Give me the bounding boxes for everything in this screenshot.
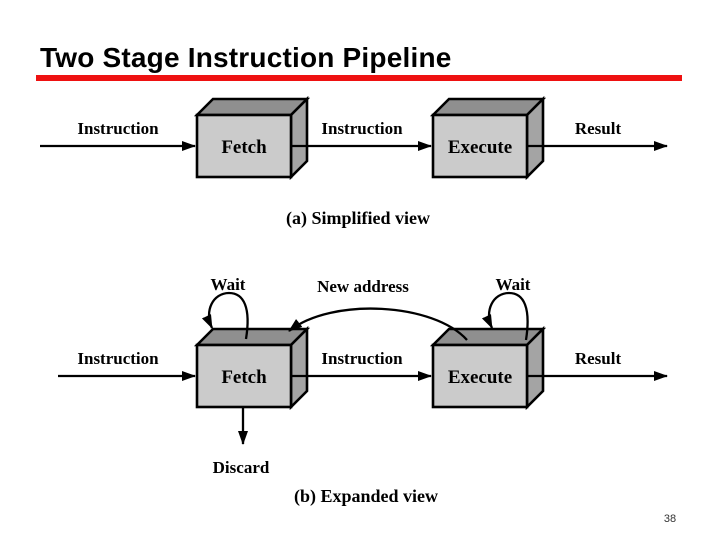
box-top-face [193,327,311,347]
execute-box-b: Execute [429,325,547,411]
box-front-face [195,113,293,179]
result-arrow-b: Result [527,349,668,381]
caption-b: (b) Expanded view [294,486,438,507]
fetch-box-b: Fetch [193,325,311,411]
diagram-b: Fetch Execute Wait Wait New address [58,275,668,507]
instruction-in-label-a: Instruction [77,119,159,138]
title-underline [36,75,682,81]
box-top-face [193,97,311,117]
fetch-box-a: Fetch [193,95,311,181]
wait-loop-fetch: Wait [201,275,249,340]
wait-execute-label: Wait [496,275,531,294]
fetch-label-a: Fetch [221,137,267,158]
caption-a: (a) Simplified view [286,208,430,229]
fetch-label-b: Fetch [221,367,267,388]
execute-box-a: Execute [429,95,547,181]
execute-label-a: Execute [448,137,512,158]
instruction-transfer-arrow-a: Instruction [291,119,432,151]
diagram-a: Fetch Execute Instruction Instruction Re… [40,95,668,229]
new-address-arc: New address [288,277,468,341]
wait-fetch-label: Wait [211,275,246,294]
box-front-face [195,343,293,409]
new-address-label: New address [317,277,409,296]
instruction-transfer-arrow-b: Instruction [291,349,432,381]
wait-loop-execute: Wait [481,275,531,341]
instruction-transfer-label-b: Instruction [321,349,403,368]
box-top-face [429,97,547,117]
instruction-transfer-label-a: Instruction [321,119,403,138]
execute-label-b: Execute [448,367,512,388]
instruction-in-label-b: Instruction [77,349,159,368]
box-front-face [431,343,529,409]
instruction-in-arrow-a: Instruction [40,119,196,151]
result-label-b: Result [575,349,622,368]
discard-arrow: Discard [213,408,270,477]
page-number: 38 [663,513,677,525]
instruction-in-arrow-b: Instruction [58,349,196,381]
discard-label: Discard [213,458,270,477]
result-arrow-a: Result [527,119,668,151]
result-label-a: Result [575,119,622,138]
page-title: Two Stage Instruction Pipeline [40,42,452,73]
